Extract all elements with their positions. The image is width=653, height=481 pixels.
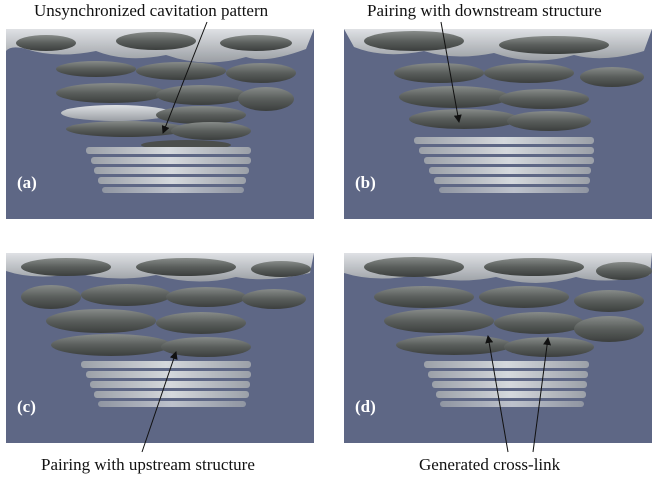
panel-a-label: (a): [17, 173, 37, 192]
panel-d-image: (d): [344, 253, 652, 443]
cavitation-render-d: [344, 253, 652, 443]
panel-d-label: (d): [355, 397, 376, 416]
panel-b-label: (b): [355, 173, 376, 192]
panel-c-label: (c): [17, 397, 36, 416]
cavitation-render-a: [6, 29, 314, 219]
panel-b-image: (b): [344, 29, 652, 219]
annotation-a: Unsynchronized cavitation pattern: [34, 1, 269, 20]
panel-c-image: (c): [6, 253, 314, 443]
cavitation-render-b: [344, 29, 652, 219]
annotation-b: Pairing with downstream structure: [367, 1, 602, 20]
cavitation-render-c: [6, 253, 314, 443]
panel-a-image: (a): [6, 29, 314, 219]
annotation-c: Pairing with upstream structure: [41, 455, 255, 474]
annotation-d: Generated cross-link: [419, 455, 561, 474]
